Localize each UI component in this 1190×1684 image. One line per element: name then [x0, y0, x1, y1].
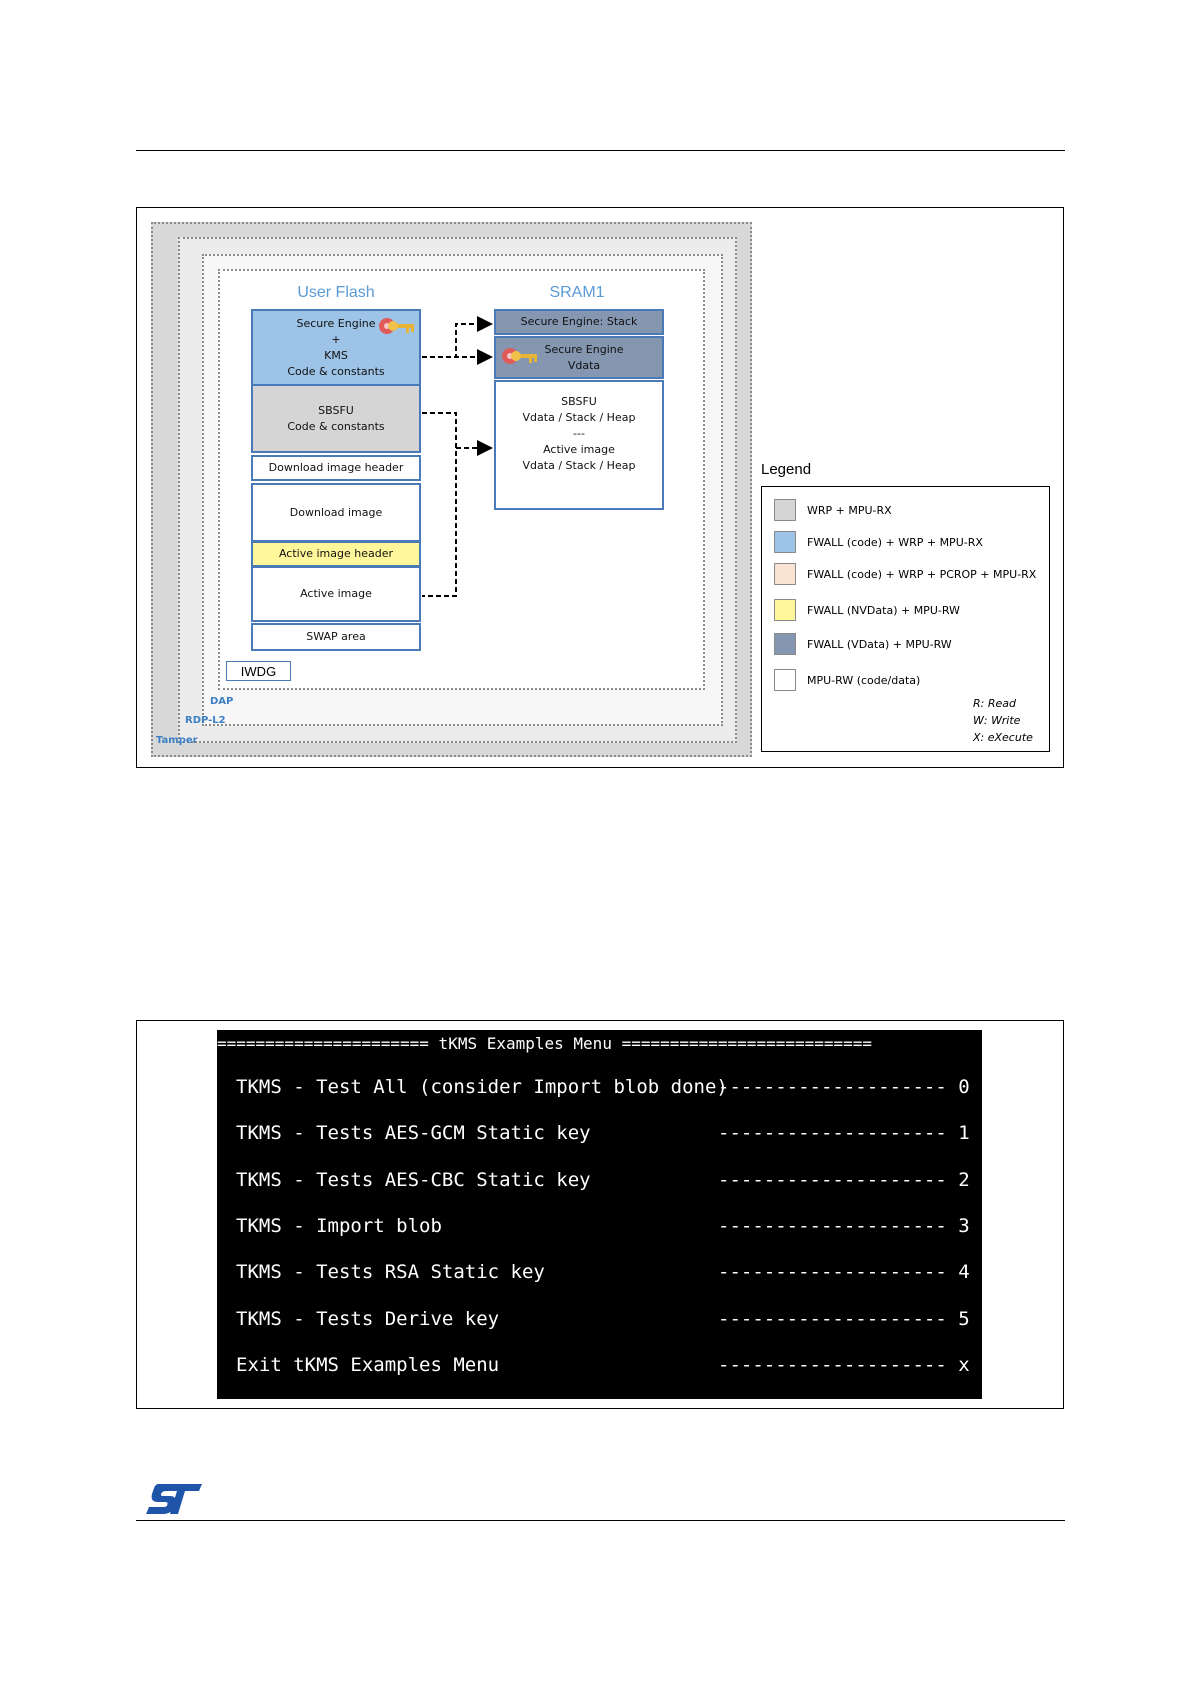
menu-item[interactable]: TKMS - Tests RSA Static key ------------… — [236, 1261, 970, 1291]
legend-abbr-read: R: Read — [973, 697, 1016, 710]
legend-label: FWALL (VData) + MPU-RW — [807, 637, 952, 651]
menu-item[interactable]: TKMS - Test All (consider Import blob do… — [236, 1076, 970, 1106]
header-rule — [136, 150, 1065, 151]
user-flash-title: User Flash — [297, 284, 375, 301]
legend-box: WRP + MPU-RX FWALL (code) + WRP + MPU-RX… — [761, 486, 1050, 752]
menu-item-dashes: -------------------- 1 — [718, 1122, 970, 1144]
flash-download-image-header: Download image header — [251, 455, 421, 481]
legend-item: FWALL (code) + WRP + MPU-RX — [774, 530, 983, 554]
legend-label: FWALL (code) + WRP + PCROP + MPU-RX — [807, 567, 1037, 581]
flash-download-image: Download image — [251, 483, 421, 542]
menu-item-key: 2 — [958, 1169, 970, 1191]
legend-label: WRP + MPU-RX — [807, 503, 892, 517]
flash-active-image: Active image — [251, 566, 421, 622]
menu-item-dashes: -------------------- 3 — [718, 1215, 970, 1237]
menu-item-label: TKMS - Import blob — [236, 1215, 442, 1237]
sram-secure-engine-stack: Secure Engine: Stack — [494, 309, 664, 335]
legend-swatch — [774, 633, 796, 655]
key-icon — [379, 318, 414, 334]
flash-swap-area: SWAP area — [251, 623, 421, 651]
console-window: ====================== tKMS Examples Men… — [217, 1030, 982, 1399]
menu-item-label: Exit tKMS Examples Menu — [236, 1354, 500, 1376]
legend-swatch — [774, 531, 796, 553]
rdp-label: RDP-L2 — [185, 715, 226, 726]
legend-label: FWALL (code) + WRP + MPU-RX — [807, 535, 983, 549]
legend-abbr-execute: X: eXecute — [973, 731, 1033, 744]
st-logo-icon — [146, 1484, 202, 1514]
legend-swatch — [774, 563, 796, 585]
tamper-label: Tamper — [156, 735, 198, 746]
menu-item-dashes: -------------------- 4 — [718, 1261, 970, 1283]
menu-item[interactable]: TKMS - Tests Derive key ----------------… — [236, 1308, 970, 1338]
menu-item[interactable]: Exit tKMS Examples Menu ----------------… — [236, 1354, 970, 1384]
menu-item-key: 5 — [958, 1308, 970, 1330]
legend-item: MPU-RW (code/data) — [774, 668, 920, 692]
dap-label: DAP — [210, 696, 234, 707]
menu-item[interactable]: TKMS - Import blob -------------------- … — [236, 1215, 970, 1245]
sram-sbsfu-active-data: SBSFU Vdata / Stack / Heap --- Active im… — [494, 380, 664, 510]
menu-item-label: TKMS - Tests RSA Static key — [236, 1261, 545, 1283]
menu-item-key: 1 — [958, 1122, 970, 1144]
flash-sbsfu-code: SBSFU Code & constants — [251, 384, 421, 453]
menu-item-label: TKMS - Tests AES-CBC Static key — [236, 1169, 591, 1191]
menu-item-dashes: -------------------- 5 — [718, 1308, 970, 1330]
tkms-menu-figure: ====================== tKMS Examples Men… — [136, 1020, 1064, 1409]
mapping-arrows — [422, 316, 493, 597]
legend-swatch — [774, 669, 796, 691]
legend-title: Legend — [761, 461, 812, 478]
menu-item-dashes: -------------------- 0 — [718, 1076, 970, 1098]
menu-item[interactable]: TKMS - Tests AES-GCM Static key --------… — [236, 1122, 970, 1152]
legend-item: FWALL (NVData) + MPU-RW — [774, 598, 960, 622]
sram1-title: SRAM1 — [549, 284, 605, 301]
legend-swatch — [774, 499, 796, 521]
legend-label: FWALL (NVData) + MPU-RW — [807, 603, 960, 617]
menu-item-dashes: -------------------- x — [718, 1354, 970, 1376]
legend-swatch — [774, 599, 796, 621]
console-title: ====================== tKMS Examples Men… — [217, 1034, 873, 1053]
memory-protection-figure: Tamper RDP-L2 DAP User Flash SRAM1 Secur… — [136, 207, 1064, 768]
menu-item-label: TKMS - Tests Derive key — [236, 1308, 500, 1330]
iwdg-box: IWDG — [226, 661, 291, 681]
menu-item-key: 0 — [958, 1076, 970, 1098]
menu-item-key: 4 — [958, 1261, 970, 1283]
menu-item-label: TKMS - Test All (consider Import blob do… — [236, 1076, 728, 1098]
legend-item: FWALL (VData) + MPU-RW — [774, 632, 952, 656]
legend-item: FWALL (code) + WRP + PCROP + MPU-RX — [774, 562, 1036, 586]
menu-item[interactable]: TKMS - Tests AES-CBC Static key --------… — [236, 1169, 970, 1199]
footer-rule — [136, 1520, 1065, 1521]
legend-abbr-write: W: Write — [973, 714, 1021, 727]
legend-item: WRP + MPU-RX — [774, 498, 892, 522]
key-icon — [502, 348, 537, 364]
menu-item-key: 3 — [958, 1215, 970, 1237]
menu-item-key: x — [958, 1354, 970, 1376]
menu-item-dashes: -------------------- 2 — [718, 1169, 970, 1191]
legend-label: MPU-RW (code/data) — [807, 673, 921, 687]
menu-item-label: TKMS - Tests AES-GCM Static key — [236, 1122, 591, 1144]
